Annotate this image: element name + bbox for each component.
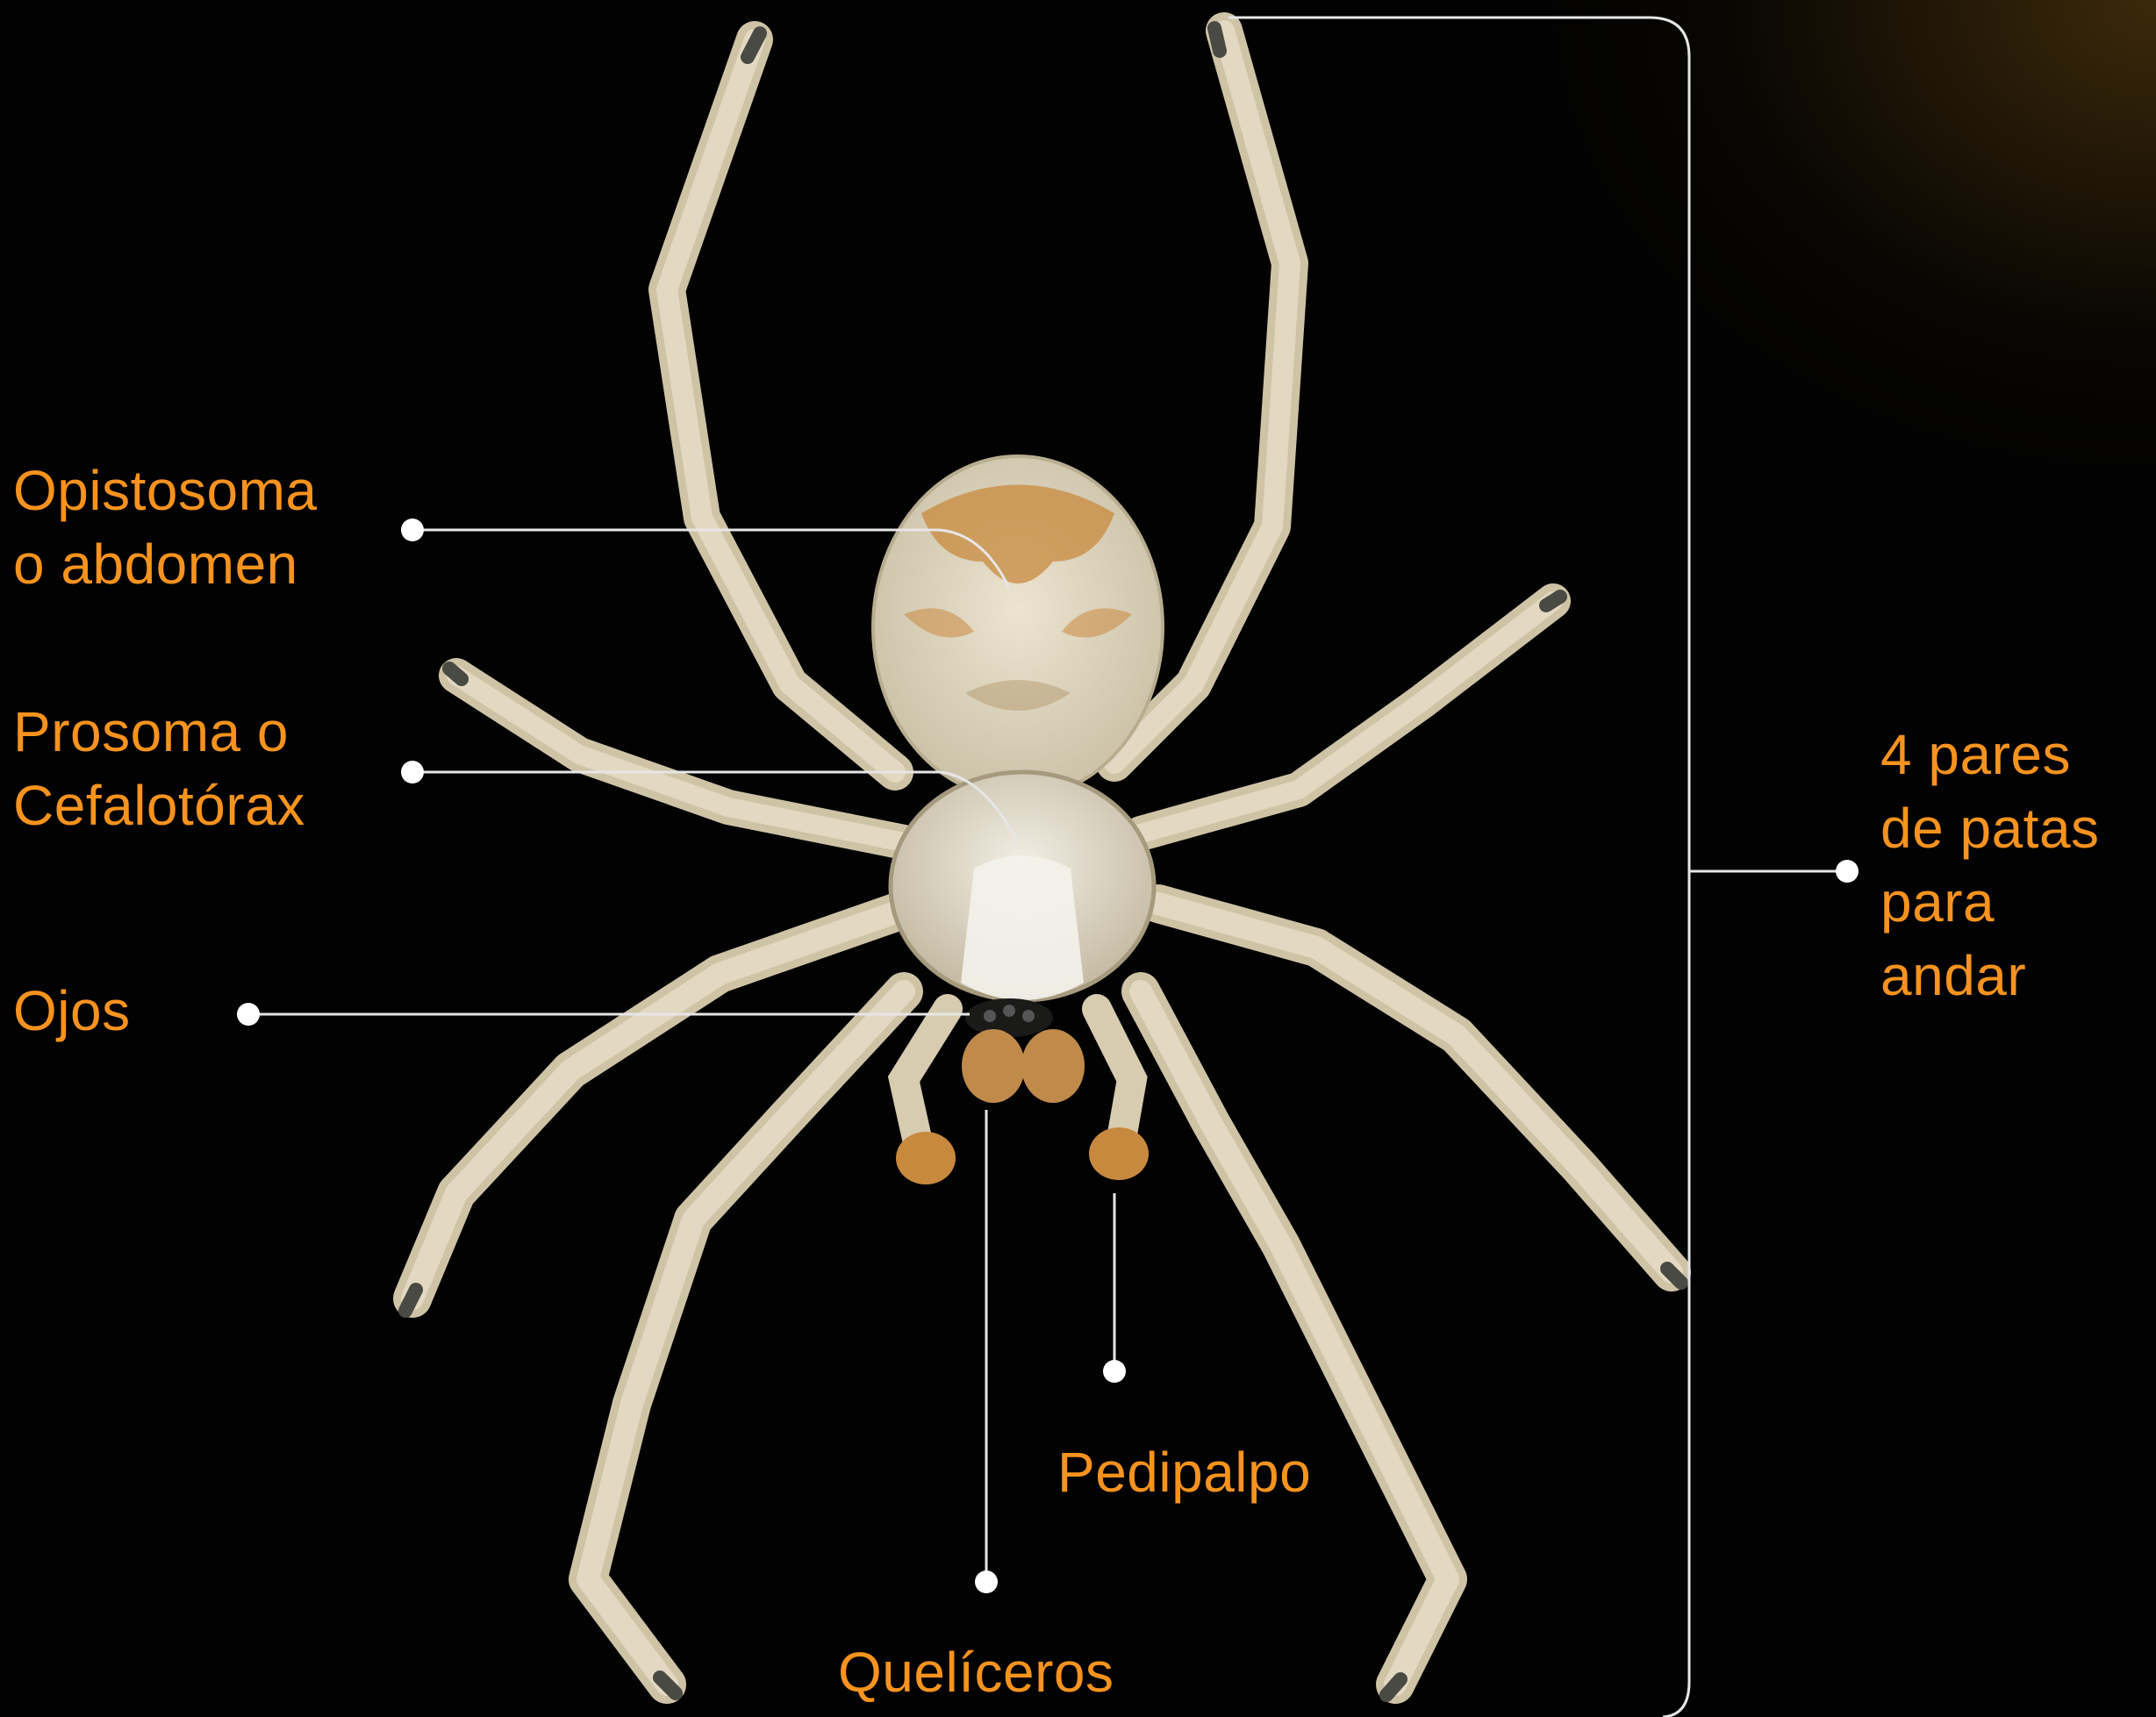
leg-right-3 [1158,904,1672,1272]
label-patas-line-2: de patas [1880,791,2100,865]
label-pedipalpo: Pedipalpo [1057,1435,1311,1509]
chelicerae [962,1029,1085,1103]
label-prosoma: Prosoma o Cefalotórax [13,695,305,842]
label-opistosoma-line-1: Opistosoma [13,454,317,527]
dot-prosoma [401,761,424,783]
dot-opistosoma [401,519,424,541]
dot-patas [1836,860,1859,883]
dot-ojos [237,1003,260,1026]
dot-queliceros [975,1570,998,1593]
label-patas-line-3: para [1880,865,2100,939]
label-ojos: Ojos [13,974,131,1048]
label-opistosoma-line-2: o abdomen [13,527,317,601]
label-prosoma-line-2: Cefalotórax [13,769,305,842]
cephalothorax [891,772,1154,1037]
label-queliceros: Quelíceros [838,1635,1114,1709]
label-patas-line-1: 4 pares [1880,718,2100,791]
dot-pedipalpo [1103,1360,1126,1383]
label-prosoma-line-1: Prosoma o [13,695,305,769]
abdomen [873,456,1163,798]
label-patas: 4 pares de patas para andar [1880,718,2100,1012]
leg-left-4 [588,991,904,1685]
label-patas-line-4: andar [1880,939,2100,1012]
label-opistosoma: Opistosoma o abdomen [13,454,317,601]
